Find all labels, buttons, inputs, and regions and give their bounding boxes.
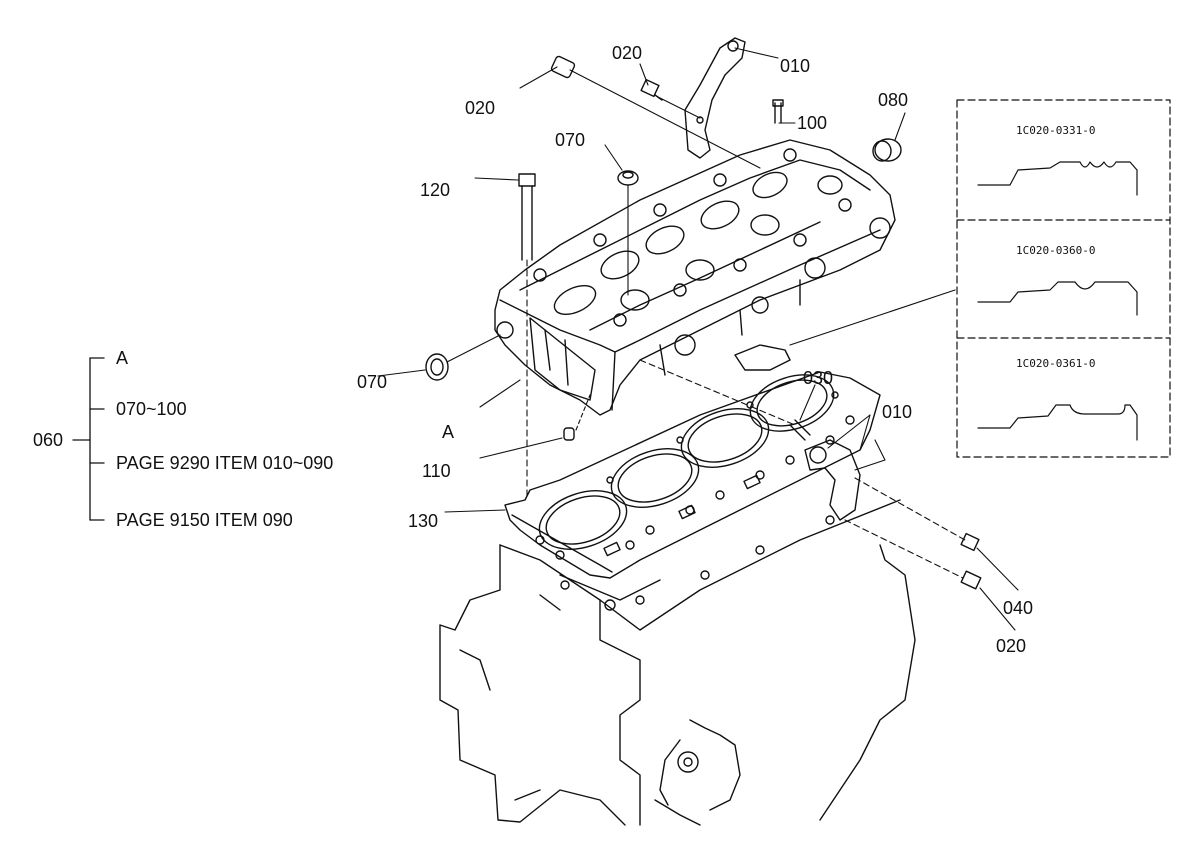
callout-020-left: 020 bbox=[465, 98, 496, 118]
variant-profile-1 bbox=[977, 161, 1138, 196]
stud-100 bbox=[772, 99, 784, 124]
callout-010-right: 010 bbox=[882, 402, 913, 422]
seal-070-top bbox=[617, 170, 639, 186]
lifting-hook-010-right bbox=[804, 439, 861, 521]
pin-110 bbox=[563, 427, 575, 441]
callout-a: A bbox=[442, 422, 455, 442]
inset-code-3: 1C020-0361-0 bbox=[1016, 357, 1096, 370]
bolt-120 bbox=[518, 173, 536, 261]
callout-080: 080 bbox=[878, 90, 909, 110]
head-gasket bbox=[504, 344, 881, 579]
callout-110: 110 bbox=[422, 461, 451, 481]
leader-lines bbox=[377, 47, 1019, 631]
inset-code-2: 1C020-0360-0 bbox=[1016, 244, 1096, 257]
tree-root-label: 060 bbox=[33, 430, 64, 450]
callout-040: 040 bbox=[1003, 598, 1034, 618]
callout-020-top: 020 bbox=[612, 43, 643, 63]
bolt-020-left bbox=[550, 55, 576, 79]
callout-070-left: 070 bbox=[357, 372, 388, 392]
nut-040 bbox=[960, 532, 980, 552]
callout-020-bottom: 020 bbox=[996, 636, 1027, 656]
pin-030 bbox=[789, 419, 811, 441]
callout-100: 100 bbox=[797, 113, 828, 133]
seal-070-left bbox=[425, 353, 449, 381]
tree-branch-3: PAGE 9290 ITEM 010~090 bbox=[116, 453, 334, 473]
cylinder-head bbox=[494, 139, 896, 416]
callout-030: 030 bbox=[803, 368, 834, 388]
plug-080 bbox=[872, 138, 902, 162]
engine-block bbox=[439, 499, 916, 826]
lifting-hook-010-top bbox=[684, 37, 746, 159]
callout-130: 130 bbox=[408, 511, 439, 531]
callout-010-top: 010 bbox=[780, 56, 811, 76]
tree-branch-1: A bbox=[116, 348, 129, 368]
bolt-020-bottom bbox=[960, 570, 982, 590]
inset-code-1: 1C020-0331-0 bbox=[1016, 124, 1096, 137]
tree-branch-4: PAGE 9150 ITEM 090 bbox=[116, 510, 293, 530]
callout-120: 120 bbox=[420, 180, 451, 200]
tree-branch-2: 070~100 bbox=[116, 399, 187, 419]
assembly-tree-bracket bbox=[72, 357, 105, 521]
callout-070-top: 070 bbox=[555, 130, 586, 150]
variant-inset-box bbox=[956, 99, 1171, 458]
variant-profile-3 bbox=[977, 404, 1138, 441]
variant-profile-2 bbox=[977, 281, 1138, 316]
